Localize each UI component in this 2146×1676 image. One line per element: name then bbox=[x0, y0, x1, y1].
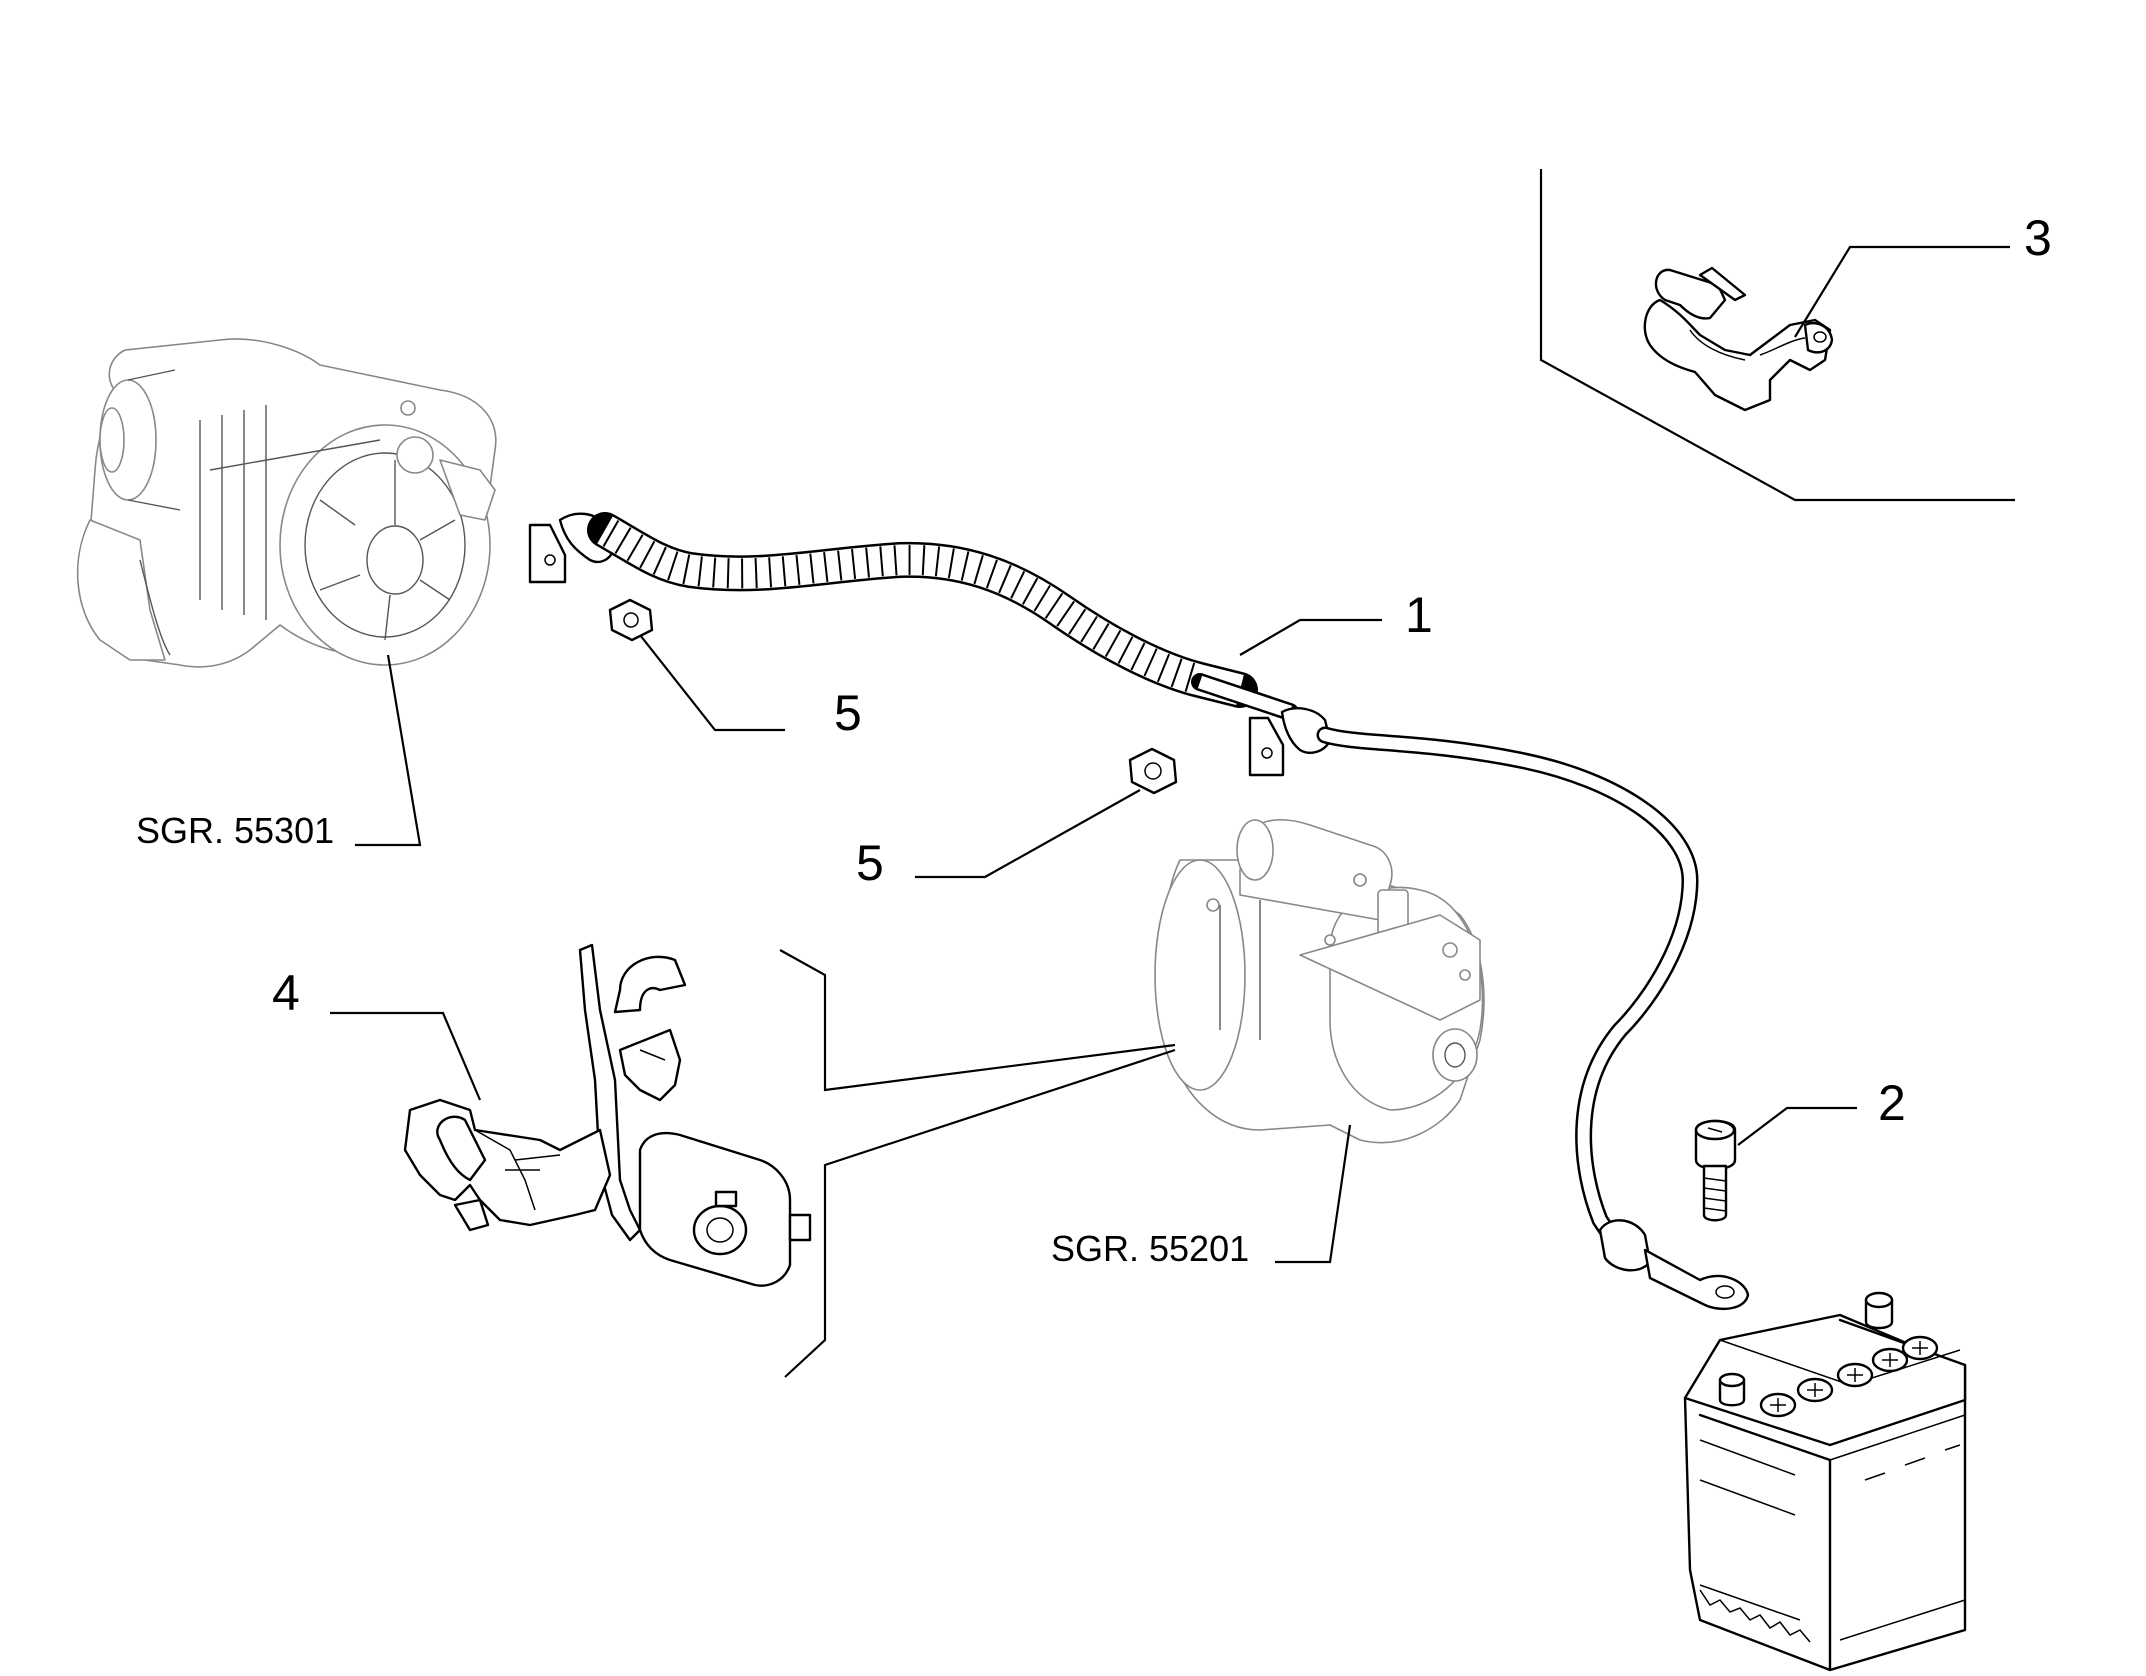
reference-starter: SGR. 55201 bbox=[1051, 1228, 1249, 1269]
callout-1: 1 bbox=[1405, 587, 1433, 643]
battery-cable bbox=[528, 512, 1750, 1311]
callout-5-upper: 5 bbox=[834, 685, 862, 741]
leader-starter-ref bbox=[1275, 1124, 1352, 1264]
screw bbox=[1694, 1119, 1737, 1222]
leader-alternator-ref bbox=[355, 654, 422, 847]
inset-frame-bracket bbox=[779, 949, 1176, 1378]
cable-clip bbox=[1643, 266, 1834, 412]
battery-drawing bbox=[1683, 1291, 1967, 1672]
bracket-with-clips bbox=[403, 943, 812, 1287]
callout-4: 4 bbox=[272, 965, 300, 1021]
leader-2 bbox=[1737, 1106, 1857, 1146]
callout-3: 3 bbox=[2024, 210, 2052, 266]
leader-3 bbox=[1794, 245, 2010, 338]
nut-upper bbox=[608, 598, 654, 642]
leader-1 bbox=[1239, 618, 1382, 656]
callout-5-lower: 5 bbox=[856, 835, 884, 891]
callout-2: 2 bbox=[1878, 1075, 1906, 1131]
reference-alternator: SGR. 55301 bbox=[136, 810, 334, 851]
leader-5-lower bbox=[915, 789, 1141, 879]
alternator-drawing bbox=[76, 338, 497, 668]
starter-motor-drawing bbox=[1154, 819, 1485, 1144]
inset-frame-clip bbox=[1539, 169, 2015, 502]
leader-4 bbox=[330, 1011, 482, 1101]
leader-5-upper bbox=[639, 634, 785, 732]
nut-lower bbox=[1128, 747, 1178, 795]
